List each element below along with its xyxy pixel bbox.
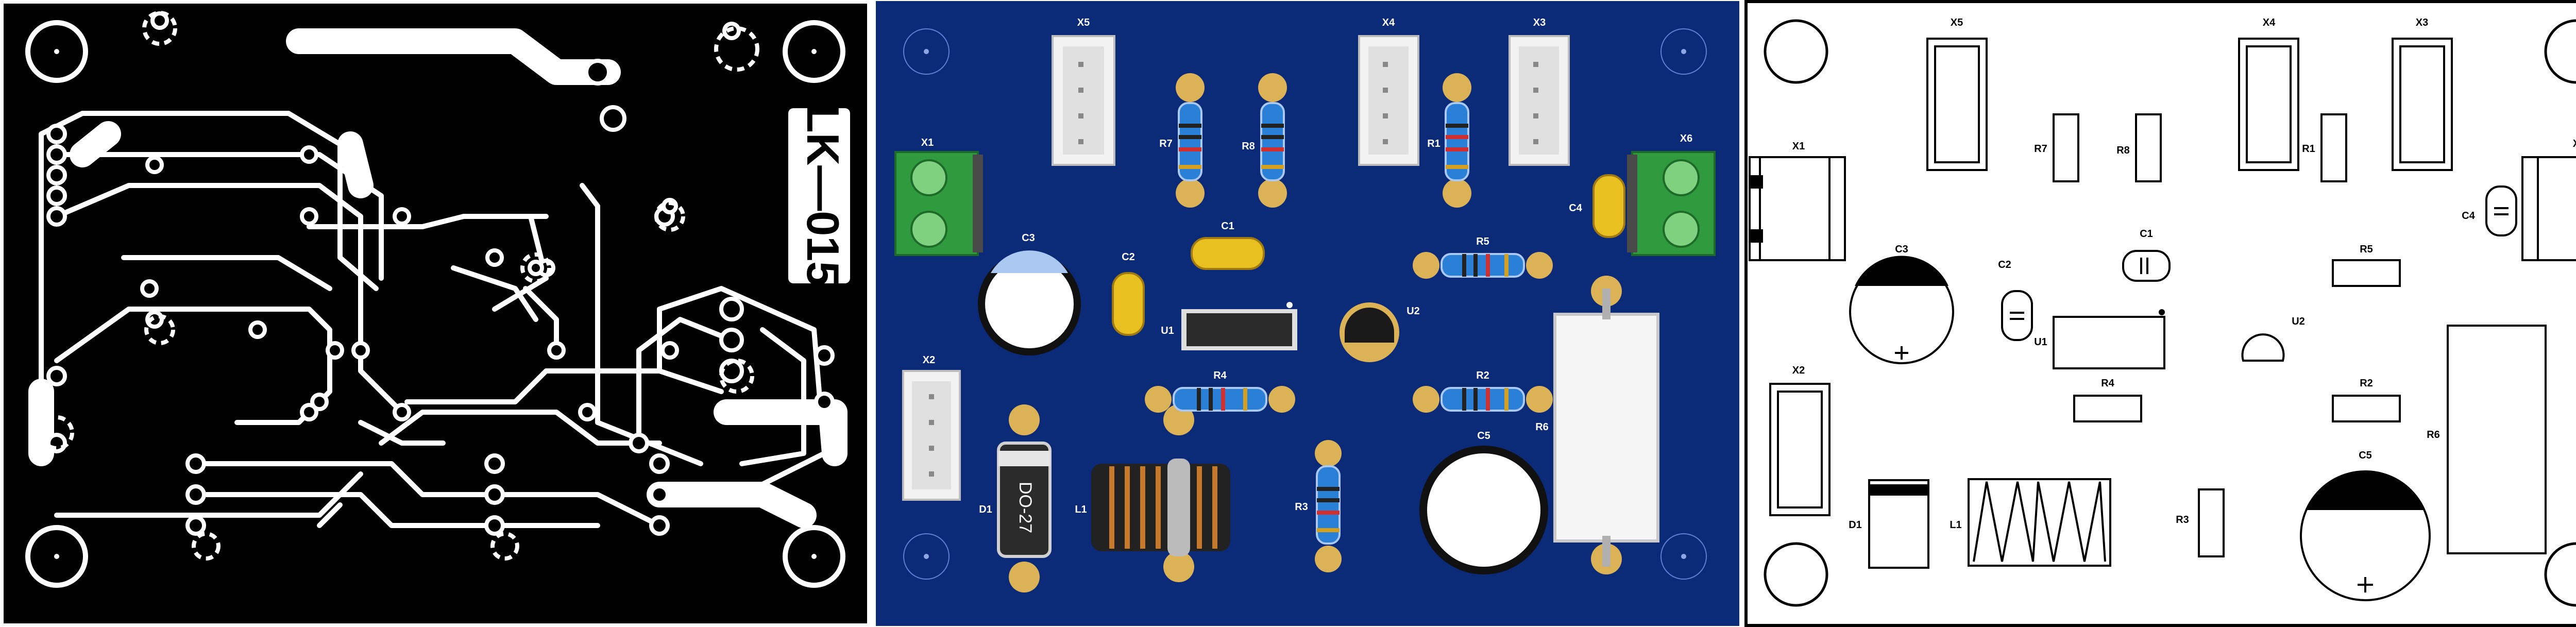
board-marking: LK—015	[798, 105, 849, 286]
resistor-r5	[1440, 253, 1525, 278]
resistor-r4	[1173, 387, 1267, 412]
label-c4: C4	[1569, 202, 1582, 214]
label-x1: X1	[921, 137, 934, 148]
silk-label-x2: X2	[1792, 365, 1805, 376]
silk-label-x5: X5	[1951, 17, 1963, 28]
label-x3: X3	[1533, 17, 1546, 28]
silk-label-l1: L1	[1950, 519, 1961, 531]
label-u2: U2	[1406, 306, 1420, 317]
diode-package-label: DO-27	[1015, 482, 1035, 533]
label-r1: R1	[1427, 138, 1440, 149]
silk-label-r6: R6	[2427, 429, 2440, 440]
terminal-block-x1	[894, 151, 983, 256]
resistor-r8	[1260, 102, 1285, 181]
label-x5: X5	[1077, 17, 1090, 28]
silk-label-c3: C3	[1895, 244, 1908, 255]
connector-x2	[902, 370, 961, 501]
silk-label-r1: R1	[2302, 143, 2315, 155]
resistor-r7	[1178, 102, 1202, 181]
thermal-pads	[39, 11, 759, 561]
silk-label-x6: X6	[2573, 138, 2576, 149]
silk-label-u2: U2	[2292, 316, 2305, 327]
silk-mounting-holes	[1764, 19, 2576, 607]
label-r7: R7	[1159, 138, 1173, 149]
label-r8: R8	[1242, 141, 1255, 152]
silk-label-r8: R8	[2116, 145, 2130, 156]
silk-label-r7: R7	[2034, 143, 2047, 155]
silk-label-x4: X4	[2263, 17, 2276, 28]
capacitor-c5	[1419, 446, 1548, 574]
connector-x4	[1358, 35, 1419, 166]
label-x6: X6	[1680, 133, 1692, 144]
silk-label-r5: R5	[2360, 244, 2373, 255]
silk-label-r2: R2	[2360, 378, 2373, 389]
silk-fills	[1750, 175, 2425, 510]
label-c2: C2	[1122, 251, 1135, 263]
silk-label-c5: C5	[2359, 450, 2372, 461]
silk-label-c4: C4	[2462, 210, 2475, 222]
label-c5: C5	[1477, 430, 1490, 442]
board-marking-plate	[788, 108, 850, 283]
silk-label-c1: C1	[2140, 228, 2153, 240]
label-r6: R6	[1535, 421, 1549, 433]
label-x2: X2	[923, 354, 935, 366]
label-x4: X4	[1382, 17, 1395, 28]
resistor-r6	[1553, 289, 1659, 567]
corner-markers	[903, 28, 1707, 580]
label-c3: C3	[1022, 232, 1035, 244]
resistor-r3	[1316, 465, 1341, 545]
inductor-l1	[1091, 459, 1230, 556]
top-render-svg: X5 X4 X3 X1 X6 X2	[875, 0, 1740, 627]
hole-centers	[54, 49, 817, 559]
silk-polarity-marks	[1895, 207, 2509, 592]
label-u1: U1	[1161, 325, 1174, 336]
resistor-r1	[1445, 102, 1469, 181]
power-traces	[28, 28, 848, 528]
silk-label-r3: R3	[2176, 514, 2189, 526]
silk-label-d1: D1	[1849, 519, 1862, 531]
corner-dots	[924, 49, 1686, 559]
bottom-copper-view: LK—015	[0, 0, 871, 627]
label-r3: R3	[1295, 501, 1308, 513]
resistor-r2	[1440, 387, 1525, 412]
capacitor-c3	[978, 250, 1081, 355]
label-c1: C1	[1221, 221, 1234, 232]
silk-label-x3: X3	[2416, 17, 2428, 28]
label-r4: R4	[1213, 370, 1227, 381]
bottom-copper-svg: LK—015	[1, 1, 870, 626]
silk-label-c2: C2	[1998, 259, 2011, 270]
capacitor-c2	[1112, 272, 1145, 336]
silkscreen-view: X5 X4 X3 X1 X6 X2 R7 R8 R1 R5 R2 R4 R3 R…	[1744, 0, 2576, 627]
capacitor-c1	[1191, 237, 1265, 270]
connector-x3	[1509, 35, 1570, 166]
silk-label-r4: R4	[2101, 378, 2114, 389]
ic-u1	[1181, 302, 1297, 350]
terminal-block-x6	[1627, 151, 1716, 256]
silk-label-u1: U1	[2034, 336, 2047, 348]
label-r5: R5	[1476, 236, 1489, 247]
solder-pads	[1009, 73, 1622, 592]
connector-x5	[1052, 35, 1115, 166]
silk-label-x1: X1	[1792, 141, 1805, 152]
transistor-u2	[1340, 302, 1399, 362]
capacitor-c4	[1592, 174, 1625, 238]
silkscreen-svg: X5 X4 X3 X1 X6 X2 R7 R8 R1 R5 R2 R4 R3 R…	[1744, 0, 2576, 627]
label-d1: D1	[979, 504, 992, 515]
top-render-view: X5 X4 X3 X1 X6 X2	[875, 0, 1740, 627]
diode-d1	[997, 442, 1052, 558]
label-l1: L1	[1075, 504, 1087, 515]
label-r2: R2	[1476, 370, 1489, 381]
